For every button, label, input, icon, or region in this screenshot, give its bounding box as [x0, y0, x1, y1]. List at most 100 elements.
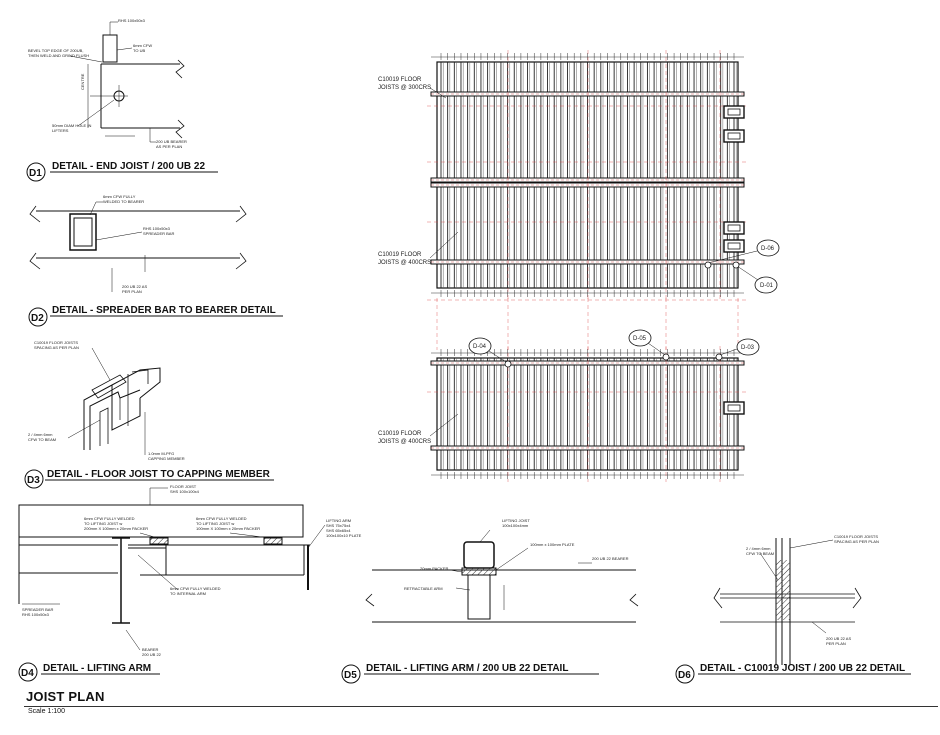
plan-detail-tags: [468, 239, 780, 368]
d4-note: 200 UB 22: [142, 652, 162, 657]
d4-note: SPREADER BAR: [22, 607, 53, 612]
detail-d4-notes: FLOOR JOIST SHS 100x100x4 6mm CFW FULLY …: [22, 484, 362, 657]
d4-note: 6mm CFW FULLY WELDED: [170, 586, 221, 591]
d4-note: TO LIFTING JOIST w: [196, 521, 234, 526]
detail-d4-title: D4 DETAIL - LIFTING ARM: [18, 662, 160, 682]
plan-label: C10019 FLOOR: [378, 77, 422, 83]
d1-note: RHS 100x50x3: [118, 18, 146, 23]
d4-note: 6mm CFW FULLY WELDED: [84, 516, 135, 521]
tag-bubble: [628, 329, 652, 347]
detail-number: D6: [678, 670, 691, 681]
detail-tag: D-03: [741, 345, 755, 351]
detail-d3-drawing: [67, 347, 161, 455]
detail-title: DETAIL - SPREADER BAR TO BEARER DETAIL: [52, 305, 276, 316]
detail-d3-notes: C10019 FLOOR JOISTS SPACING AS PER PLAN …: [28, 340, 185, 461]
d6-note: 200 UB 22 AS: [826, 636, 851, 641]
d5-note: 200 UB 22 BEARER: [592, 556, 629, 561]
d2-note: 6mm CFW FULLY: [103, 194, 136, 199]
joist-plan-top: [427, 50, 748, 350]
d4-note: SHS 75x75x4: [326, 523, 351, 528]
d3-note: SPACING AS PER PLAN: [34, 345, 79, 350]
detail-d2-title: D2 DETAIL - SPREADER BAR TO BEARER DETAI…: [28, 305, 283, 327]
lifting-pocket: [723, 239, 745, 253]
lifting-pocket: [727, 132, 741, 140]
tag-bubble: [754, 276, 778, 294]
d1-note: 50mm DIAM HOLE IN: [52, 123, 91, 128]
plan-label: JOISTS @ 400CRS: [378, 439, 431, 445]
detail-d3-title: D3 DETAIL - FLOOR JOIST TO CAPPING MEMBE…: [24, 469, 274, 489]
d6-note: PER PLAN: [826, 641, 846, 646]
detail-d5-title: D5 DETAIL - LIFTING ARM / 200 UB 22 DETA…: [341, 663, 599, 684]
detail-tag: D-01: [760, 283, 774, 289]
detail-title: DETAIL - C10019 JOIST / 200 UB 22 DETAIL: [700, 663, 905, 674]
detail-d6-drawing: [713, 538, 862, 665]
d1-note: AS PER PLAN: [156, 144, 182, 149]
d5-note: 100x100x4mm: [502, 523, 529, 528]
d3-note: CAPPING MEMBER: [148, 456, 185, 461]
lifting-pocket: [727, 242, 741, 250]
d1-note: 200 UB BEARER: [156, 139, 187, 144]
detail-d5-notes: LIFTING JOIST 100x100x4mm 100mm x 100mm …: [404, 518, 629, 591]
d4-note: 100x100x10 PLATE: [326, 533, 362, 538]
d2-note: RHS 100x50x3: [143, 226, 171, 231]
detail-d1-title: D1 DETAIL - END JOIST / 200 UB 22: [26, 161, 218, 182]
lifting-pocket: [723, 221, 745, 235]
lifting-pocket: [727, 224, 741, 232]
plan-label: C10019 FLOOR: [378, 252, 422, 258]
detail-number: D5: [344, 670, 357, 681]
detail-number: D3: [27, 475, 40, 486]
joist-plan-bottom: [427, 299, 748, 482]
sheet-title: JOIST PLAN: [26, 689, 105, 704]
detail-d1-notes: RHS 100x50x3 BEVEL TOP EDGE OF 200UB, TH…: [28, 18, 187, 149]
tag-bubble: [756, 239, 780, 257]
detail-title: DETAIL - END JOIST / 200 UB 22: [52, 161, 205, 172]
d3-note: 2 / 4mm 6mm: [28, 432, 53, 437]
tag-bubble: [736, 338, 760, 356]
d4-note: SHS 65x65x4: [326, 528, 351, 533]
d4-note: SHS 100x100x4: [170, 489, 200, 494]
detail-d2-notes: 6mm CFW FULLY WELDED TO BEARER RHS 100x5…: [103, 194, 174, 294]
detail-d6-notes: 2 / 4mm 6mm CFW TO BEAM C10019 FLOOR JOI…: [746, 534, 879, 646]
d2-note: WELDED TO BEARER: [103, 199, 144, 204]
d6-note: C10019 FLOOR JOISTS: [834, 534, 878, 539]
plan-labels: C10019 FLOOR JOISTS @ 300CRS C10019 FLOO…: [378, 77, 459, 445]
d5-note: 100mm x 100mm PLATE: [530, 542, 575, 547]
d4-note: TO INTERNAL ARM: [170, 591, 206, 596]
detail-tag: D-05: [633, 336, 647, 342]
detail-title: DETAIL - FLOOR JOIST TO CAPPING MEMBER: [47, 469, 271, 480]
d5-note: RETRACTABLE ARM: [404, 586, 443, 591]
d2-note: SPREADER BAR: [143, 231, 174, 236]
d4-note: 200mm X 100mm x 20mm PACKER: [84, 526, 148, 531]
detail-d1-drawing: [69, 21, 185, 143]
d1-note: 6mm CFW: [133, 43, 152, 48]
d3-note: CFW TO BEAM: [28, 437, 56, 442]
lifting-pocket: [723, 105, 745, 119]
lifting-pocket: [727, 108, 741, 116]
plan-detail-tag-text: D-06 D-01 D-04 D-05 D-03: [473, 246, 775, 351]
d1-note: LIFTERS: [52, 128, 69, 133]
lifting-pocket: [723, 401, 745, 415]
d3-note: 1.0mm M-PFG: [148, 451, 174, 456]
detail-number: D4: [21, 668, 34, 679]
d2-note: PER PLAN: [122, 289, 142, 294]
d4-note: FLOOR JOIST: [170, 484, 197, 489]
d2-note: 200 UB 22 AS: [122, 284, 147, 289]
d3-note: C10019 FLOOR JOISTS: [34, 340, 78, 345]
d1-note: CENTRE: [80, 73, 85, 90]
detail-d2-drawing: [29, 201, 247, 292]
tag-bubble: [468, 337, 492, 355]
d6-note: SPACING AS PER PLAN: [834, 539, 879, 544]
detail-tag: D-04: [473, 344, 487, 350]
d1-note: BEVEL TOP EDGE OF 200UB,: [28, 48, 83, 53]
detail-title: DETAIL - LIFTING ARM: [43, 663, 151, 674]
d5-note: 20mm PACKER: [420, 566, 448, 571]
d5-note: LIFTING JOIST: [502, 518, 530, 523]
plan-label: JOISTS @ 400CRS: [378, 260, 431, 266]
detail-title: DETAIL - LIFTING ARM / 200 UB 22 DETAIL: [366, 663, 568, 674]
plan-label: JOISTS @ 300CRS: [378, 85, 431, 91]
plan-label: C10019 FLOOR: [378, 431, 422, 437]
lifting-pocket: [727, 404, 741, 412]
d4-note: RHS 100x50x3: [22, 612, 50, 617]
